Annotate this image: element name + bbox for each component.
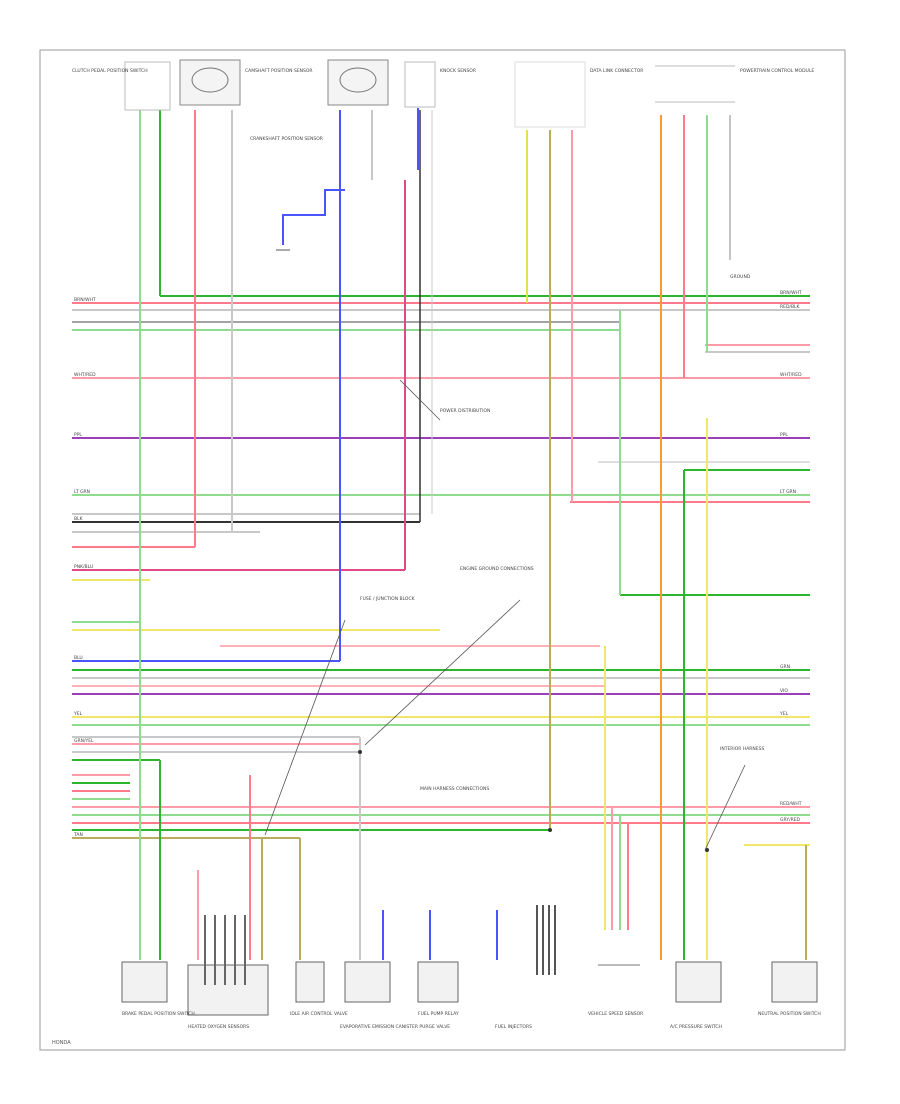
top-components: CLUTCH PEDAL POSITION SWITCH CAMSHAFT PO… — [72, 59, 814, 142]
wire-label-l3: PPL — [74, 432, 82, 438]
fuel-pump-relay-box — [417, 961, 459, 1003]
horizontal-wires — [72, 295, 810, 846]
leader-4 — [399, 379, 441, 421]
diagram-footer: HONDA — [52, 1040, 71, 1046]
bottom-label-b9: NEUTRAL POSITION SWITCH — [758, 1011, 821, 1017]
bottom-components — [121, 961, 818, 1016]
evap-purge-box — [344, 961, 391, 1003]
annotation-a3: FUSE / JUNCTION BLOCK — [360, 596, 416, 602]
top-label-c2: CAMSHAFT POSITION SENSOR — [245, 68, 313, 74]
leader-2 — [364, 599, 521, 746]
top-label-c1: CLUTCH PEDAL POSITION SWITCH — [72, 68, 148, 74]
ac-switch-box — [675, 961, 722, 1003]
bottom-label-b7: VEHICLE SPEED SENSOR — [588, 1011, 643, 1017]
wire-label-6: GRN — [780, 664, 790, 670]
bottom-label-b1: BRAKE PEDAL POSITION SWITCH — [122, 1011, 195, 1017]
wire-label-l2: WHT/RED — [74, 372, 96, 378]
wire-label-l9: GRN/YEL — [74, 738, 94, 744]
top-label-c4: KNOCK SENSOR — [440, 68, 476, 74]
wire-labels-right: BRN/WHT RED/BLK WHT/RED PPL LT GRN GRN V… — [779, 290, 802, 823]
wire-label-5: LT GRN — [780, 489, 796, 495]
bottom-label-b2: HEATED OXYGEN SENSORS — [188, 1024, 249, 1030]
wire-label-2: RED/BLK — [780, 304, 801, 310]
bottom-labels: BRAKE PEDAL POSITION SWITCH HEATED OXYGE… — [122, 1011, 821, 1030]
injector-harness — [536, 905, 556, 975]
leader-3 — [704, 764, 746, 851]
brake-switch-box — [121, 961, 168, 1003]
wire-label-9: RED/WHT — [780, 801, 802, 807]
iac-valve-box — [295, 961, 325, 1003]
wire-label-l7: BLU — [74, 655, 83, 661]
annotation-a4: MAIN HARNESS CONNECTIONS — [420, 786, 489, 792]
wire-label-8: YEL — [779, 711, 789, 717]
top-label-c3: CRANKSHAFT POSITION SENSOR — [250, 136, 323, 142]
wire-label-l6: PNK/BLU — [74, 564, 93, 570]
crank-sensor-symbol — [339, 67, 377, 93]
knock-sensor-box — [404, 61, 436, 108]
crank-sensor-box — [327, 59, 389, 106]
annotation-a2: POWER DISTRIBUTION — [440, 408, 490, 414]
wire-label-3: WHT/RED — [780, 372, 802, 378]
top-label-c6: POWERTRAIN CONTROL MODULE — [740, 68, 814, 74]
bottom-label-b8: A/C PRESSURE SWITCH — [670, 1024, 722, 1030]
wire-labels-left: BRN/WHT WHT/RED PPL LT GRN BLK PNK/BLU B… — [73, 297, 96, 838]
cam-sensor-box — [179, 59, 241, 106]
wire-label-l1: BRN/WHT — [74, 297, 96, 303]
diagram-frame — [39, 49, 846, 1051]
dlc-box — [514, 61, 586, 128]
bottom-label-b3: IDLE AIR CONTROL VALVE — [290, 1011, 348, 1017]
wire-label-4: PPL — [780, 432, 788, 438]
vertical-wires — [139, 108, 807, 960]
splice-dot-1 — [548, 828, 552, 832]
wire-label-7: VIO — [780, 688, 788, 694]
splice-dot-2 — [358, 750, 362, 754]
cam-sensor-symbol — [191, 67, 229, 93]
bottom-label-b6: FUEL INJECTORS — [495, 1024, 532, 1030]
top-grounds — [276, 189, 345, 251]
oxygen-sensors-box — [187, 964, 269, 1016]
splice-dots — [358, 750, 709, 852]
bottom-label-b4: EVAPORATIVE EMISSION CANISTER PURGE VALV… — [340, 1024, 450, 1030]
bottom-label-b5: FUEL PUMP RELAY — [418, 1011, 459, 1017]
wire-label-10: GRY/RED — [780, 817, 801, 823]
neutral-switch-box — [771, 961, 818, 1003]
ground-wire-blue — [282, 189, 345, 245]
splice-dot-3 — [705, 848, 709, 852]
wire-label-l8: YEL — [73, 711, 83, 717]
annotation-a6: INTERIOR HARNESS — [720, 746, 764, 752]
top-label-c5: DATA LINK CONNECTOR — [590, 68, 643, 74]
wire-label-l4: LT GRN — [74, 489, 90, 495]
annotation-leaders — [264, 379, 746, 851]
o2-harness — [204, 915, 246, 985]
wire-label-l5: BLK — [74, 516, 84, 522]
wire-label-1: BRN/WHT — [780, 290, 802, 296]
clutch-switch-box — [124, 61, 171, 111]
leader-1 — [264, 619, 346, 836]
annotation-a1: ENGINE GROUND CONNECTIONS — [460, 566, 534, 572]
annotation-a5: GROUND — [730, 274, 751, 280]
wire-label-l10: TAN — [73, 832, 83, 838]
